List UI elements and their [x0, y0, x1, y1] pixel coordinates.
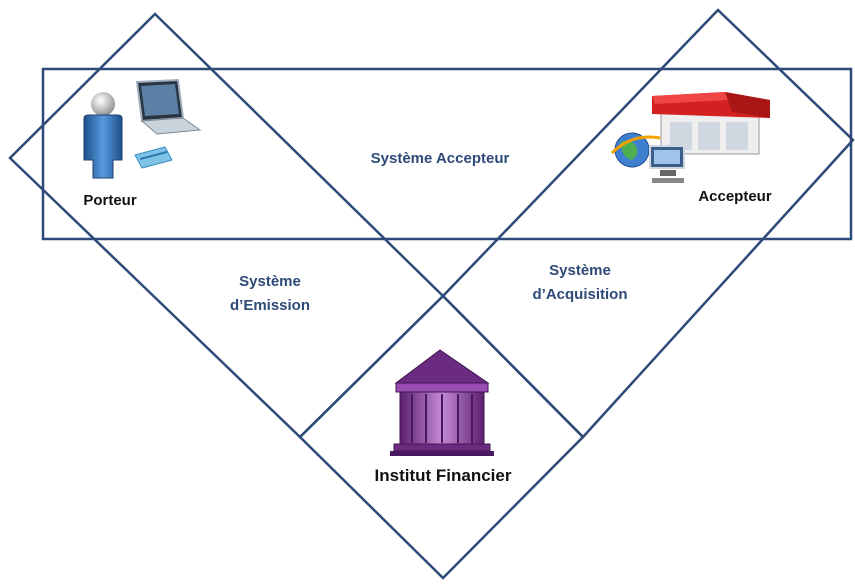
- systeme-emission-label-line1: Système: [239, 273, 301, 290]
- systeme-acquisition-label-line1: Système: [549, 262, 611, 279]
- porteur-label: Porteur: [83, 192, 137, 209]
- institut-financier-label: Institut Financier: [374, 466, 512, 485]
- laptop-icon: [135, 78, 202, 135]
- systeme-emission-label-line2: d’Emission: [229, 297, 311, 314]
- systeme-acquisition-diamond: [441, 8, 855, 439]
- systeme-emission-diamond: [8, 12, 445, 439]
- accepteur-label: Accepteur: [698, 188, 772, 205]
- diagram-frames: [8, 8, 855, 580]
- shop-icon: [652, 92, 770, 155]
- systeme-accepteur-label: Système Accepteur: [370, 150, 510, 167]
- globe-computer-icon: [610, 132, 685, 183]
- credit-card-icon: [134, 146, 173, 169]
- institut-financier-diamond: [298, 294, 585, 580]
- person-icon: [83, 92, 123, 179]
- systeme-accepteur-rectangle: [41, 67, 853, 241]
- systeme-acquisition-label-line2: d’Acquisition: [532, 286, 628, 303]
- bank-building-icon: [390, 349, 494, 456]
